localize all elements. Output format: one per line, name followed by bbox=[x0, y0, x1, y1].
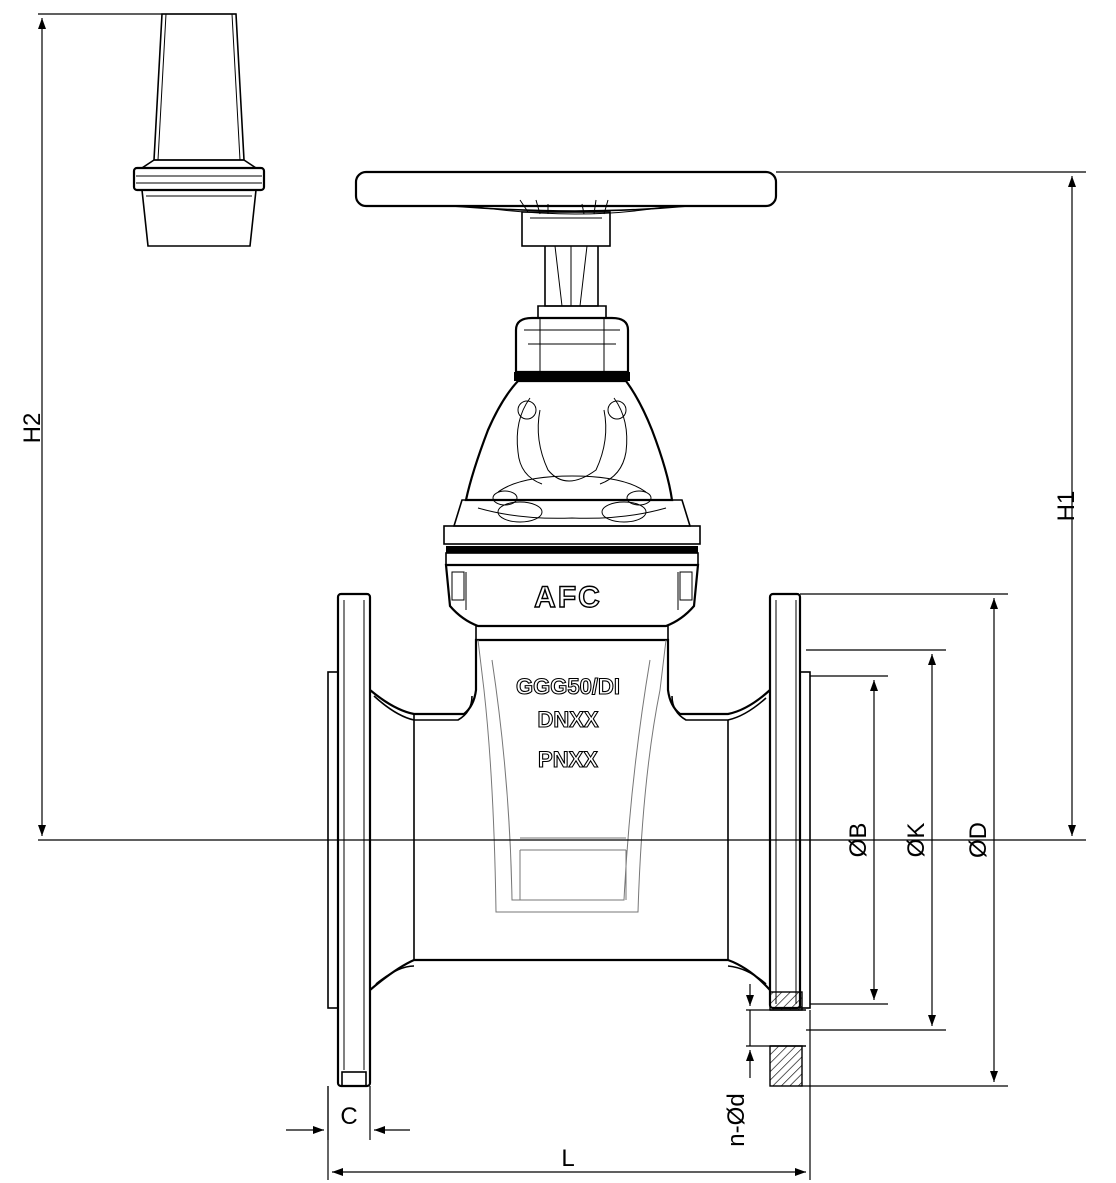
dimension-h1-label: H1 bbox=[1053, 491, 1080, 522]
dimension-k: ØK bbox=[806, 649, 946, 1031]
dimension-h1: H1 bbox=[776, 171, 1086, 836]
brand-mark: AFC bbox=[534, 581, 602, 614]
body-marking-material: GGG50/DI bbox=[516, 674, 620, 699]
dimension-h2-label: H2 bbox=[19, 413, 46, 444]
dimension-h2: H2 bbox=[19, 13, 236, 836]
body-marking-dn: DNXX bbox=[537, 707, 598, 732]
valve-bonnet bbox=[443, 316, 701, 566]
dimension-bolt-holes: n-Ød bbox=[723, 984, 770, 1147]
dimension-l: L bbox=[327, 1010, 811, 1180]
handwheel bbox=[354, 170, 778, 247]
valve-body bbox=[369, 625, 771, 991]
dimension-d: ØD bbox=[800, 593, 1008, 1087]
dimension-c: C bbox=[286, 1086, 410, 1140]
body-marking-pn: PNXX bbox=[538, 747, 598, 772]
dimension-b: ØB bbox=[810, 675, 888, 1005]
valve-stem bbox=[537, 245, 607, 319]
dimension-l-label: L bbox=[561, 1145, 574, 1172]
dimension-k-label: ØK bbox=[903, 823, 930, 858]
dimension-b-label: ØB bbox=[845, 823, 872, 858]
hidden-gate-wedge bbox=[477, 639, 667, 913]
right-flange bbox=[768, 592, 811, 1087]
t-key-cap bbox=[132, 13, 266, 247]
dimension-bolt-holes-label: n-Ød bbox=[723, 1093, 750, 1146]
dimension-c-label: C bbox=[340, 1103, 357, 1130]
dimension-d-label: ØD bbox=[965, 822, 992, 858]
